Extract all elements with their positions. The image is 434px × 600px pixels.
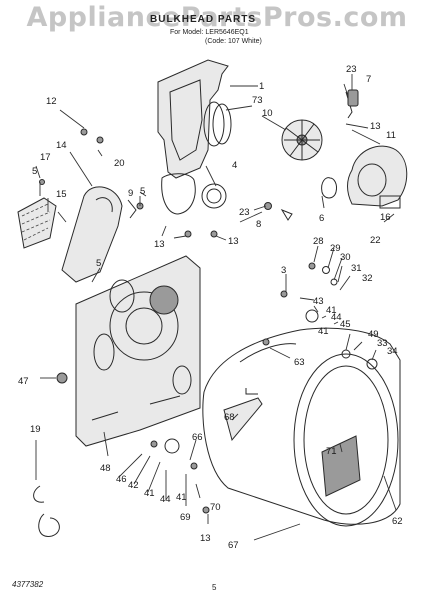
- callout: 9: [128, 188, 133, 199]
- callout: 10: [262, 108, 273, 119]
- callout: 73: [252, 95, 263, 106]
- callout: 46: [116, 474, 127, 485]
- callout: 8: [256, 219, 261, 230]
- callout: 11: [386, 130, 396, 141]
- callout: 41: [176, 492, 187, 503]
- callout: 45: [340, 319, 351, 330]
- leader-lines: [35, 74, 397, 541]
- callout: 13: [370, 121, 381, 132]
- callout: 66: [192, 432, 203, 443]
- page-number: 5: [212, 583, 217, 592]
- callout: 34: [387, 346, 398, 357]
- callout: 28: [313, 236, 324, 247]
- callout: 69: [180, 512, 191, 523]
- callout: 23: [346, 64, 357, 75]
- callout: 13: [200, 533, 211, 544]
- callout: 13: [228, 236, 239, 247]
- callout: 4: [232, 160, 237, 171]
- callout: 33: [377, 338, 388, 349]
- callout: 1: [259, 81, 264, 92]
- callout: 29: [330, 243, 341, 254]
- callout: 31: [351, 263, 362, 274]
- callout: 71: [326, 446, 337, 457]
- callout: 14: [56, 140, 67, 151]
- lint-duct: [17, 186, 137, 283]
- drum: [202, 327, 401, 527]
- callout: 16: [380, 212, 391, 223]
- callout: 67: [228, 540, 239, 551]
- callout: 42: [128, 480, 139, 491]
- callout: 15: [56, 189, 67, 200]
- bulkhead-duct: [157, 59, 232, 215]
- callout: 63: [294, 357, 305, 368]
- callout: 20: [114, 158, 125, 169]
- callout: 12: [46, 96, 57, 107]
- callout: 19: [30, 424, 41, 435]
- callout-labels: 1 73 10 23 7 12 20 14 17 5 15 9 5 4 13 1…: [18, 64, 403, 551]
- callout: 30: [340, 252, 351, 263]
- page-title: BULKHEAD PARTS: [150, 14, 257, 25]
- model-label: For Model: LER5646EQ1: [170, 29, 249, 36]
- code-label: (Code: 107 White): [205, 38, 262, 45]
- callout: 41: [326, 305, 337, 316]
- callout: 47: [18, 376, 29, 387]
- bulkhead-panel: [75, 255, 201, 447]
- callout: 32: [362, 273, 373, 284]
- document-code: 4377382: [12, 580, 44, 589]
- callout: 6: [319, 213, 324, 224]
- callout: 68: [224, 412, 235, 423]
- callout: 23: [239, 207, 250, 218]
- callout: 41: [144, 488, 155, 499]
- callout: 7: [366, 74, 371, 85]
- callout: 62: [392, 516, 403, 527]
- callout: 44: [331, 312, 342, 323]
- callout: 22: [370, 235, 381, 246]
- callout: 43: [313, 296, 324, 307]
- callout: 5: [96, 258, 101, 269]
- callout: 13: [154, 239, 165, 250]
- callout: 5: [32, 166, 37, 177]
- callout: 5: [140, 186, 145, 197]
- callout: 70: [210, 502, 221, 513]
- blower-assembly: [201, 91, 408, 209]
- callout: 3: [281, 265, 286, 276]
- callout: 17: [40, 152, 51, 163]
- callout: 41: [318, 326, 329, 337]
- callout: 48: [100, 463, 111, 474]
- callout: 49: [368, 329, 379, 340]
- callout: 44: [160, 494, 171, 505]
